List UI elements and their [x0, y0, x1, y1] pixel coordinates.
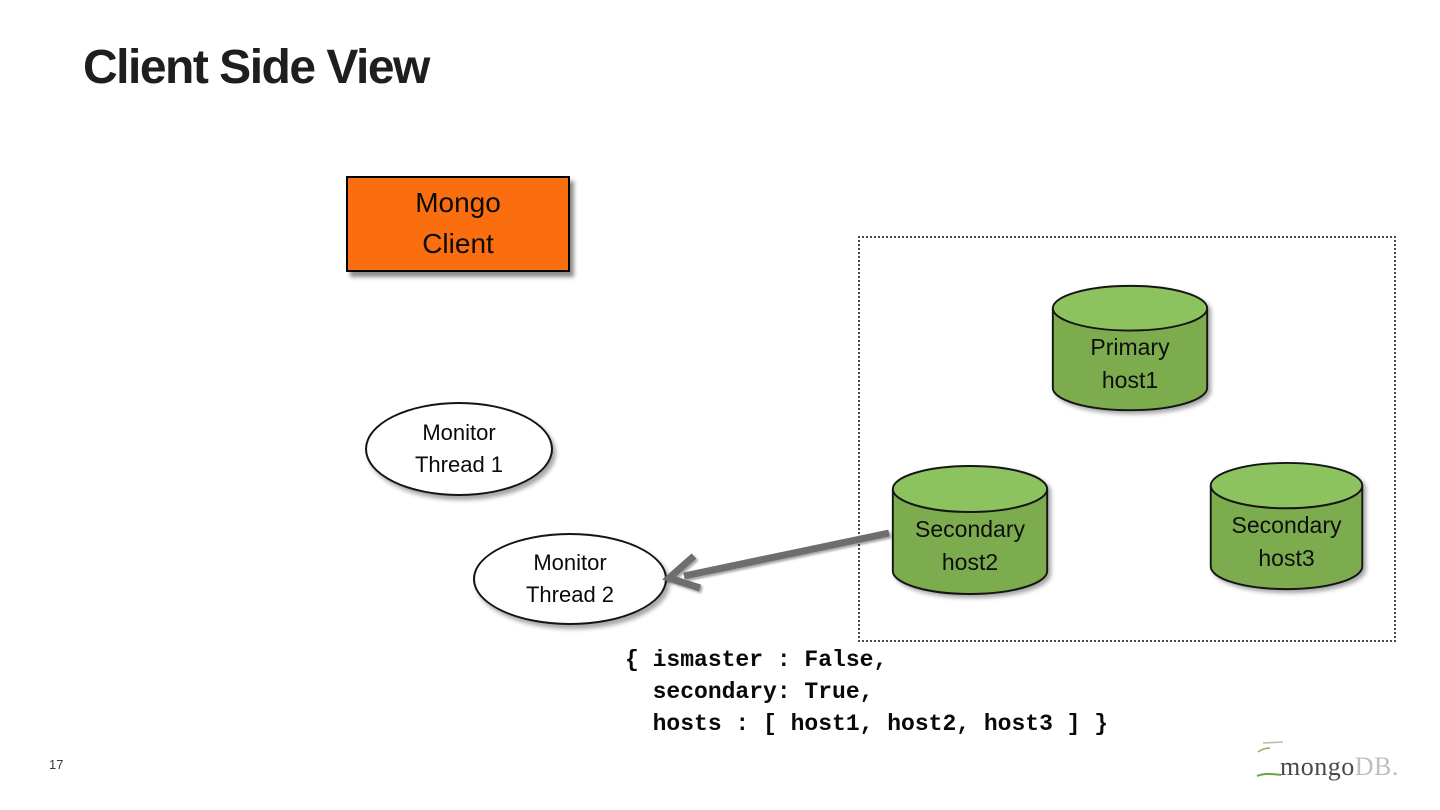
- node-role: Secondary: [1231, 512, 1342, 539]
- primary-host1-node: Primary host1: [1048, 281, 1212, 417]
- node-role: Primary: [1090, 334, 1170, 361]
- node-host: host2: [941, 549, 999, 575]
- logo-text-db: DB.: [1354, 752, 1399, 781]
- secondary-host2-node: Secondary host2: [888, 461, 1052, 601]
- database-cylinder-icon: [1051, 284, 1209, 412]
- monitor-thread-1-label-line2: Thread 1: [414, 452, 504, 477]
- monitor-thread-1-ellipse: Monitor Thread 1: [365, 402, 553, 496]
- node-label: Secondary host3: [1206, 458, 1367, 596]
- mongo-client-label-line1: Mongo: [415, 187, 501, 219]
- monitor-thread-2-ellipse: Monitor Thread 2: [473, 533, 667, 625]
- mongodb-logo-swoosh-icon: [1256, 773, 1282, 777]
- mongo-client-label-line2: Client: [422, 228, 494, 259]
- monitor-thread-2-label-line1: Monitor: [533, 550, 607, 576]
- monitor-thread-1-label-line1: Monitor: [422, 420, 496, 446]
- ismaster-response-text: { ismaster : False, secondary: True, hos…: [625, 644, 1108, 740]
- node-label: Secondary host2: [888, 461, 1052, 601]
- ismaster-line-3: hosts : [ host1, host2, host3 ] }: [625, 711, 1109, 737]
- node-host: host1: [1101, 367, 1159, 393]
- monitor-thread-2-label-line2: Thread 2: [525, 582, 615, 607]
- node-label: Primary host1: [1048, 281, 1212, 417]
- node-host: host3: [1258, 545, 1315, 571]
- logo-text-mongo: mongo: [1280, 752, 1355, 781]
- page-title: Client Side View: [83, 41, 430, 94]
- secondary-host3-node: Secondary host3: [1206, 458, 1367, 596]
- ismaster-line-2: secondary: True,: [625, 679, 874, 705]
- database-cylinder-icon: [891, 465, 1049, 595]
- mongo-client-box: Mongo Client: [346, 176, 570, 272]
- ismaster-line-1: { ismaster : False,: [625, 647, 888, 673]
- page-number: 17: [49, 757, 64, 772]
- mongodb-leaf-icon: [1257, 741, 1284, 753]
- replica-set-boundary: [858, 236, 1396, 642]
- mongodb-logo: mongo DB.: [1256, 752, 1399, 782]
- node-role: Secondary: [915, 516, 1025, 543]
- database-cylinder-icon: [1209, 461, 1364, 591]
